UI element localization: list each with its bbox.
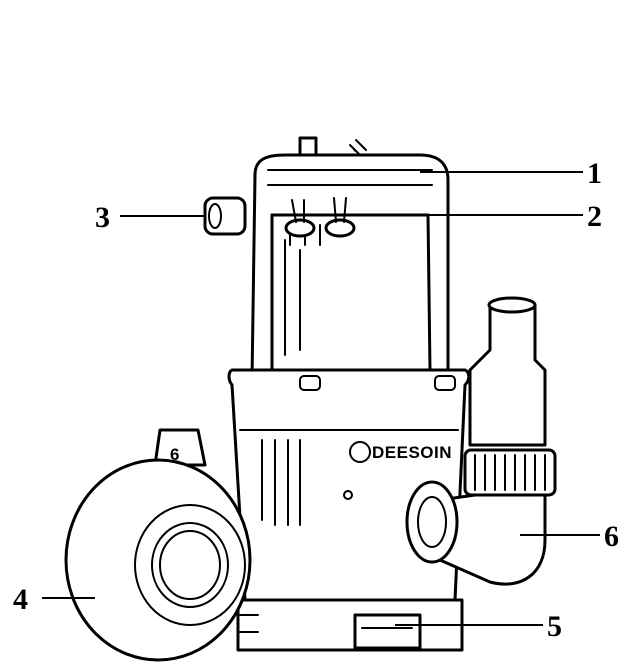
callout-3: 3	[95, 201, 110, 234]
float-switch: 6	[64, 428, 252, 662]
callout-4: 4	[13, 583, 28, 616]
callout-5: 5	[547, 610, 562, 643]
discharge-outlet	[405, 296, 557, 586]
callout-labels: 1 2 3 4 5 6	[13, 157, 619, 643]
cable-clamp	[203, 196, 247, 236]
power-cable	[349, 113, 470, 374]
callout-2: 2	[587, 200, 602, 233]
pump-base	[236, 598, 464, 652]
float-switch-mark: 6	[170, 445, 180, 464]
cable-glands	[284, 197, 356, 238]
motor-housing	[270, 213, 432, 372]
brand-logo-text: DEESOIN	[372, 443, 452, 462]
callout-6: 6	[604, 520, 619, 553]
brand-logo: DEESOIN	[349, 441, 452, 463]
callout-1: 1	[587, 157, 602, 190]
callout-leaders	[42, 171, 600, 626]
